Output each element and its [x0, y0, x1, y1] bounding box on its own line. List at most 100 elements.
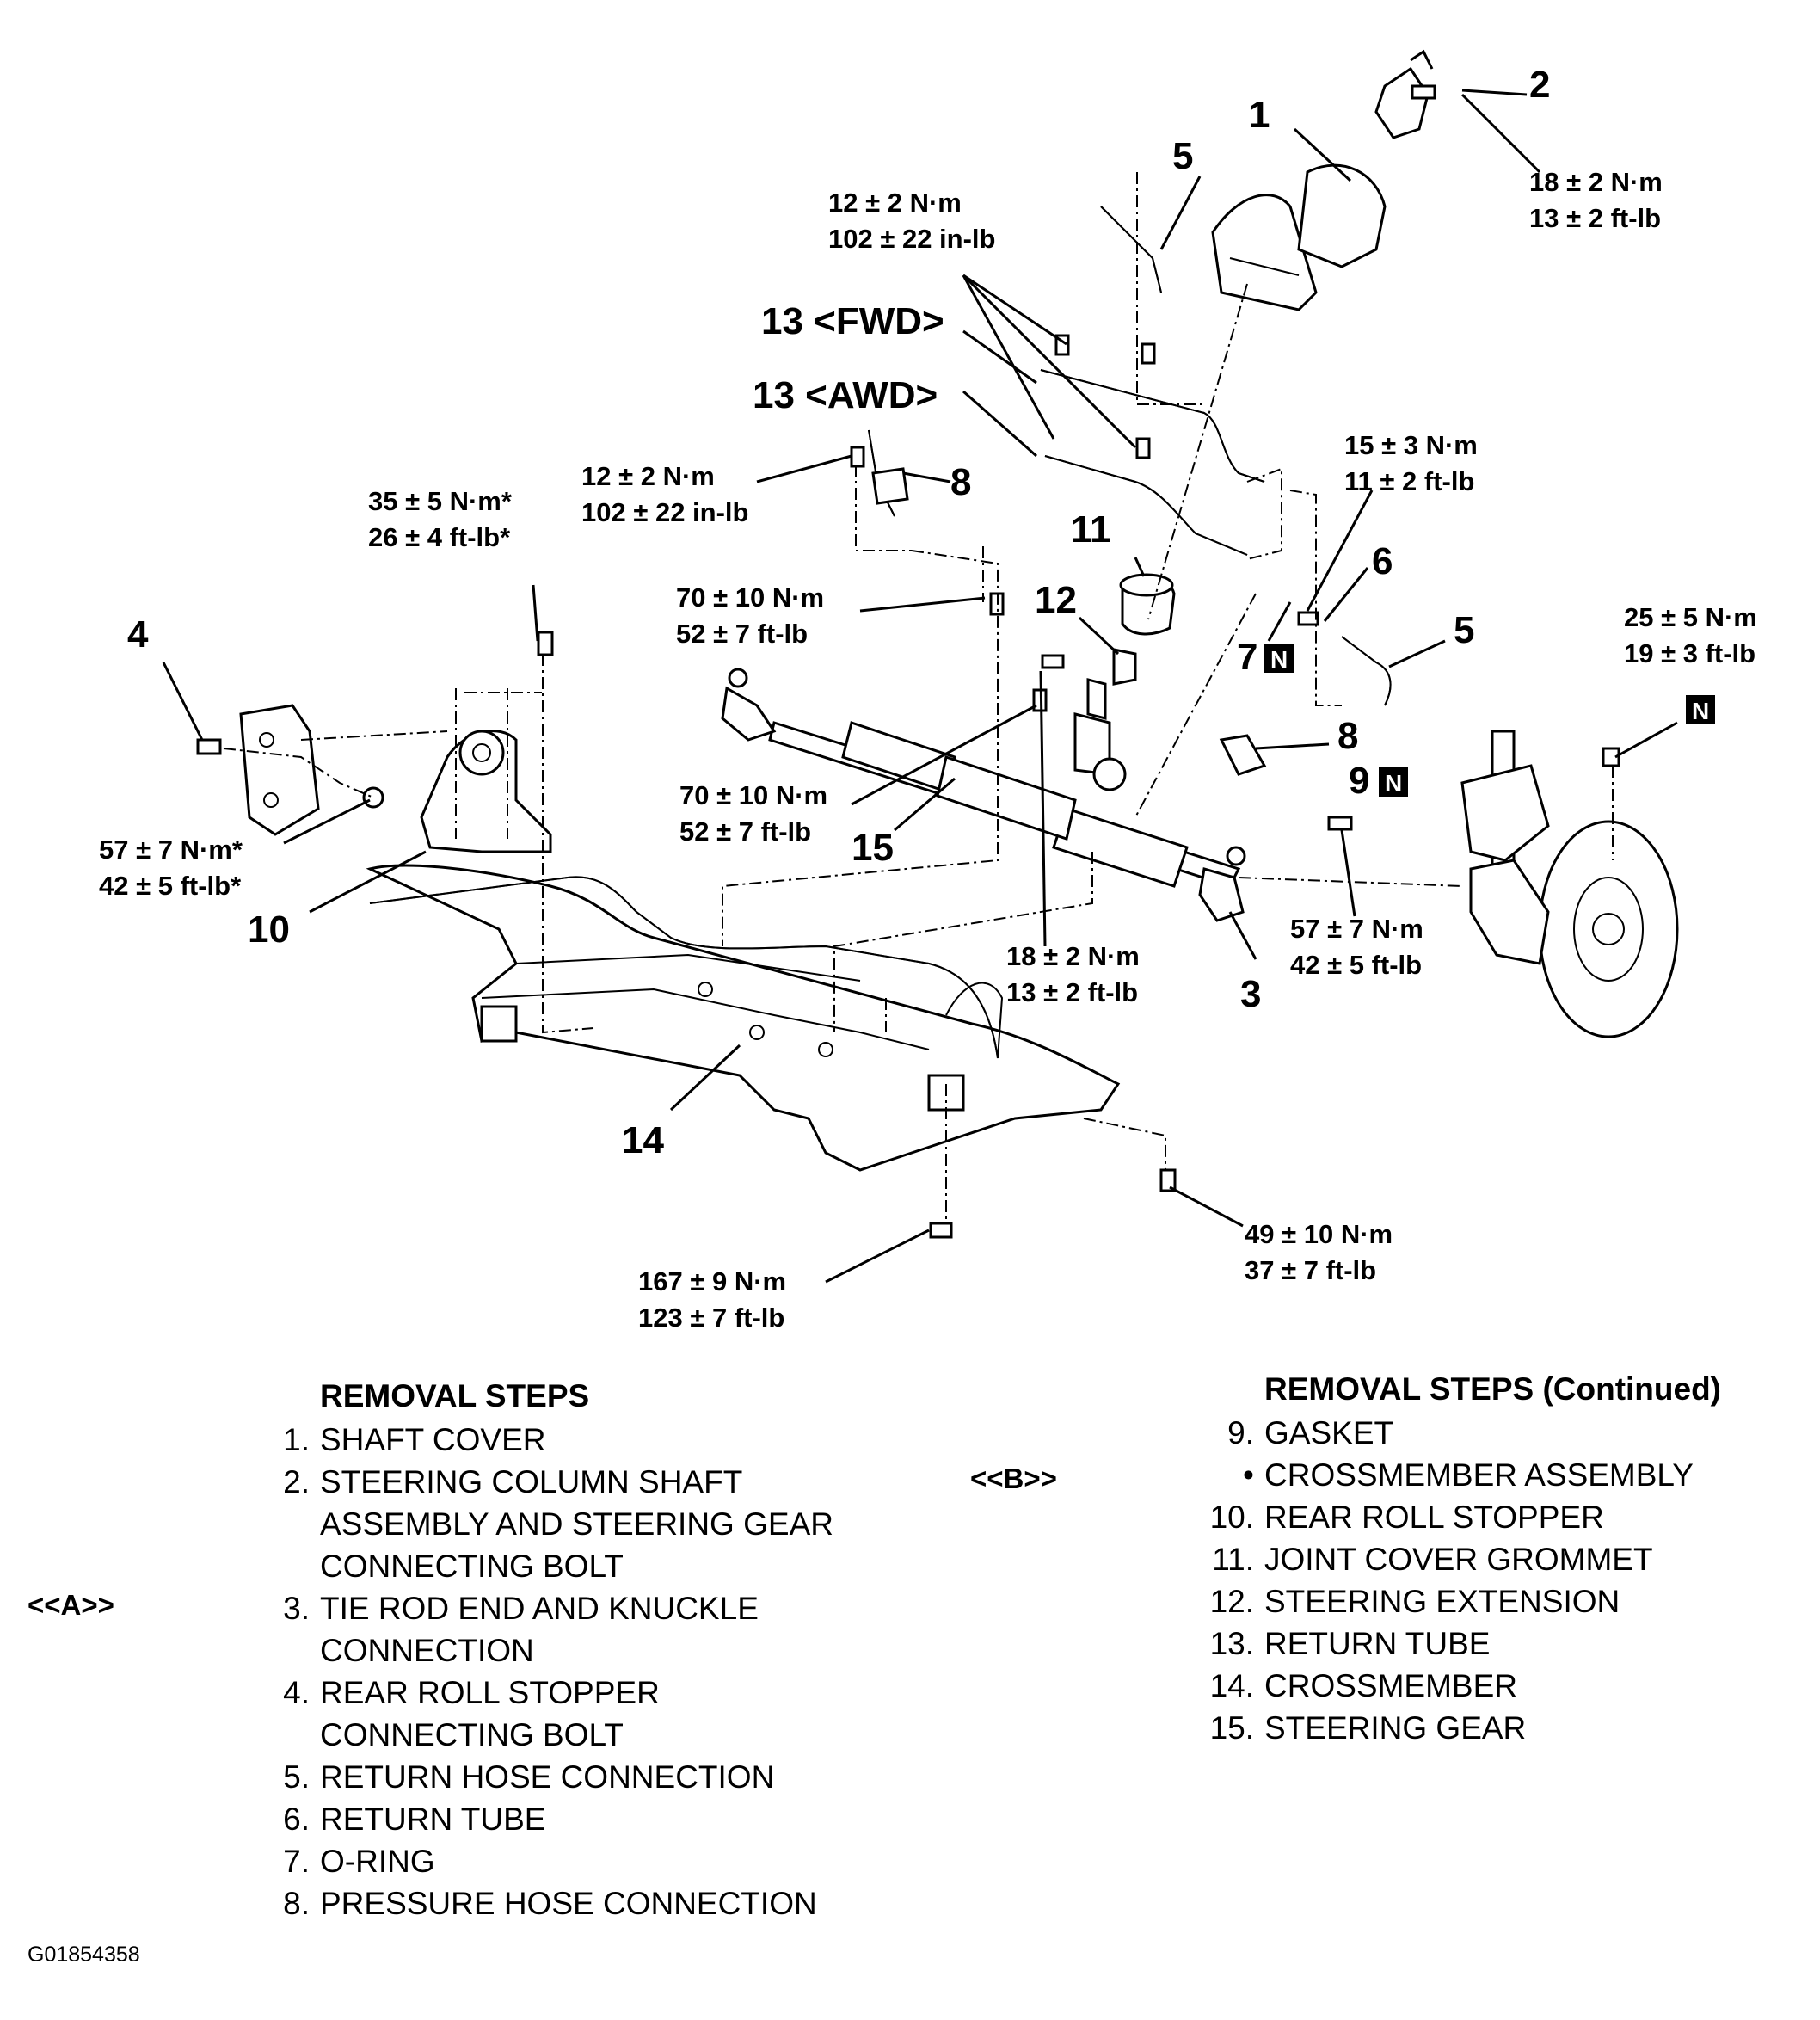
tie-rod-end-right: [1198, 846, 1246, 922]
list-item: 11. JOINT COVER GROMMET: [1212, 1542, 1653, 1577]
svg-text:70 ± 10 N·m: 70 ± 10 N·m: [676, 582, 824, 613]
torque-gear-mount-lower: 70 ± 10 N·m 52 ± 7 ft-lb: [679, 780, 827, 847]
leader-lines: [162, 89, 1678, 1284]
svg-text:12 ± 2 N·m: 12 ± 2 N·m: [828, 188, 962, 218]
svg-text:167 ± 9 N·m: 167 ± 9 N·m: [638, 1266, 786, 1296]
svg-text:35 ± 5 N·m*: 35 ± 5 N·m*: [368, 486, 513, 516]
svg-text:102 ± 22 in-lb: 102 ± 22 in-lb: [828, 224, 995, 254]
torque-union-bolt-return: 15 ± 3 N·m 11 ± 2 ft-lb: [1344, 430, 1478, 496]
list-item: 1. SHAFT COVER: [283, 1422, 546, 1457]
svg-text:19 ± 3 ft-lb: 19 ± 3 ft-lb: [1624, 638, 1755, 668]
n-mark-icon: [1379, 767, 1408, 797]
n-mark-icon: [1686, 695, 1715, 724]
n-mark-label: N: [1385, 770, 1402, 797]
list-item: 8. PRESSURE HOSE CONNECTION: [283, 1886, 817, 1921]
steering-extension-part: [1112, 648, 1137, 686]
list-item: 12. STEERING EXTENSION: [1209, 1584, 1620, 1619]
torque-gear-mount-upper: 70 ± 10 N·m 52 ± 7 ft-lb: [676, 582, 824, 649]
svg-text:18 ± 2 N·m: 18 ± 2 N·m: [1529, 167, 1663, 197]
removal-steps-list: REMOVAL STEPS 1. SHAFT COVER 2. STEERING…: [283, 1375, 833, 1925]
knuckle-hub-part: [1460, 730, 1679, 1038]
svg-text:70 ± 10 N·m: 70 ± 10 N·m: [679, 780, 827, 810]
torque-col-bolt: 18 ± 2 N·m 13 ± 2 ft-lb: [1529, 167, 1663, 233]
return-hose-right: [1341, 636, 1392, 706]
callout-3: 3: [1240, 973, 1261, 1015]
svg-text:57 ± 7 N·m*: 57 ± 7 N·m*: [99, 834, 243, 865]
svg-text:42 ± 5 ft-lb: 42 ± 5 ft-lb: [1290, 950, 1422, 980]
callout-7: 7: [1237, 636, 1257, 678]
shaft-cover-part: [1211, 163, 1387, 311]
list-item: 14. CROSSMEMBER: [1209, 1668, 1517, 1703]
svg-text:52 ± 7 ft-lb: 52 ± 7 ft-lb: [676, 619, 808, 649]
callout-8-upper: 8: [950, 461, 971, 503]
svg-text:102 ± 22 in-lb: 102 ± 22 in-lb: [581, 497, 748, 527]
list-item: 5. RETURN HOSE CONNECTION: [283, 1759, 775, 1795]
removal-steps-heading: REMOVAL STEPS: [320, 1378, 590, 1413]
list-item: 6. RETURN TUBE: [283, 1801, 546, 1837]
svg-text:37 ± 7 ft-lb: 37 ± 7 ft-lb: [1245, 1255, 1376, 1285]
torque-crossmember-front: 167 ± 9 N·m 123 ± 7 ft-lb: [638, 1266, 786, 1333]
callout-5-top: 5: [1172, 135, 1193, 177]
list-item: • CROSSMEMBER ASSEMBLY: [1243, 1454, 1721, 1496]
callout-13-awd: 13 <AWD>: [753, 374, 938, 416]
torque-return-tube-top: 12 ± 2 N·m 102 ± 22 in-lb: [828, 188, 995, 254]
torque-crossmember-rear: 49 ± 10 N·m 37 ± 7 ft-lb: [1245, 1219, 1393, 1285]
svg-text:52 ± 7 ft-lb: 52 ± 7 ft-lb: [679, 816, 811, 847]
torque-return-tube-clamp: 12 ± 2 N·m 102 ± 22 in-lb: [581, 461, 748, 527]
callout-1: 1: [1249, 94, 1270, 136]
svg-text:26 ± 4 ft-lb*: 26 ± 4 ft-lb*: [368, 522, 511, 552]
svg-text:25 ± 5 N·m: 25 ± 5 N·m: [1624, 602, 1757, 632]
svg-text:12 ± 2 N·m: 12 ± 2 N·m: [581, 461, 715, 491]
svg-text:42 ± 5 ft-lb*: 42 ± 5 ft-lb*: [99, 871, 242, 901]
torque-roll-stopper-top: 35 ± 5 N·m* 26 ± 4 ft-lb*: [368, 486, 513, 552]
n-mark-icon: [1264, 644, 1294, 673]
callout-5-right: 5: [1454, 609, 1474, 651]
svg-text:13 ± 2 ft-lb: 13 ± 2 ft-lb: [1529, 203, 1661, 233]
svg-text:15 ± 3 N·m: 15 ± 3 N·m: [1344, 430, 1478, 460]
figure-id: G01854358: [28, 1943, 140, 1967]
roll-stopper-bracket-part: [239, 704, 320, 836]
list-item: 9. GASKET: [1227, 1415, 1394, 1450]
removal-steps-continued-heading: REMOVAL STEPS (Continued): [1264, 1371, 1722, 1407]
list-item: 13. RETURN TUBE: [1209, 1626, 1491, 1661]
service-mark-b: <<B>>: [970, 1463, 1057, 1494]
callout-14: 14: [622, 1119, 664, 1161]
svg-text:49 ± 10 N·m: 49 ± 10 N·m: [1245, 1219, 1393, 1249]
callout-13-fwd: 13 <FWD>: [761, 300, 944, 342]
torque-extension-bolt: 18 ± 2 N·m 13 ± 2 ft-lb: [1006, 941, 1140, 1007]
torque-tie-rod-nut: 25 ± 5 N·m 19 ± 3 ft-lb: [1624, 602, 1757, 668]
callout-8-right: 8: [1337, 715, 1358, 757]
callout-10: 10: [248, 908, 290, 951]
svg-text:18 ± 2 N·m: 18 ± 2 N·m: [1006, 941, 1140, 971]
svg-text:57 ± 7 N·m: 57 ± 7 N·m: [1290, 914, 1423, 944]
return-hose-top: [1100, 206, 1162, 293]
callout-4: 4: [127, 613, 149, 656]
callout-9: 9: [1349, 760, 1369, 802]
svg-text:11 ± 2 ft-lb: 11 ± 2 ft-lb: [1344, 466, 1474, 496]
callout-12: 12: [1035, 579, 1077, 621]
list-item: 2. STEERING COLUMN SHAFT ASSEMBLY AND ST…: [283, 1464, 833, 1584]
list-item: 10. REAR ROLL STOPPER: [1209, 1500, 1604, 1535]
callout-2: 2: [1529, 64, 1550, 106]
svg-text:13 ± 2 ft-lb: 13 ± 2 ft-lb: [1006, 977, 1138, 1007]
torque-pressure-hose-bolt: 57 ± 7 N·m 42 ± 5 ft-lb: [1290, 914, 1423, 980]
crossmember-part: [366, 864, 1121, 1172]
list-item: 7. O-RING: [283, 1844, 435, 1879]
list-item: 4. REAR ROLL STOPPER CONNECTING BOLT: [283, 1675, 660, 1752]
callout-11: 11: [1071, 508, 1111, 551]
rear-roll-stopper-part: [420, 730, 552, 853]
list-item: 15. STEERING GEAR: [1209, 1710, 1527, 1746]
torque-roll-stopper-nut: 57 ± 7 N·m* 42 ± 5 ft-lb*: [99, 834, 243, 901]
bolt-icon: [196, 84, 1620, 1239]
list-item: 3. TIE ROD END AND KNUCKLE CONNECTION: [283, 1591, 759, 1668]
joint-cover-grommet-part: [1119, 573, 1176, 636]
assembly-dash-lines: [223, 172, 1614, 1222]
callout-6: 6: [1372, 540, 1393, 582]
svg-text:123 ± 7 ft-lb: 123 ± 7 ft-lb: [638, 1303, 784, 1333]
callout-15: 15: [852, 827, 894, 869]
n-mark-label: N: [1270, 646, 1288, 673]
bullet-icon: •: [1243, 1457, 1254, 1493]
n-mark-label: N: [1692, 698, 1709, 724]
removal-steps-continued-list: REMOVAL STEPS (Continued) 9. GASKET • CR…: [1209, 1368, 1722, 1749]
steering-gear-part: [768, 678, 1241, 888]
